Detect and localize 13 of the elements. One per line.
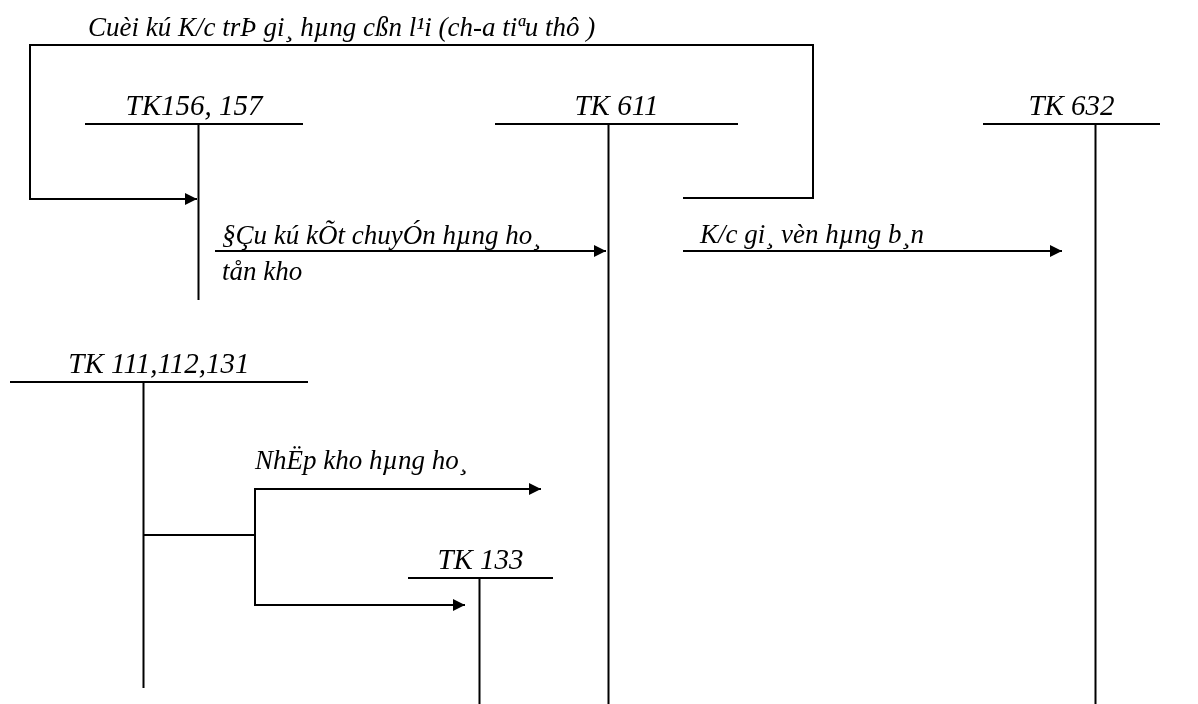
arrow xyxy=(143,534,466,611)
edge-label: §Çu kú kÕt chuyÓn hµng ho¸ tån kho xyxy=(222,219,543,288)
edge-label: K/c gi¸ vèn hµng b¸n xyxy=(700,218,925,251)
arrow xyxy=(214,245,607,257)
account-label: TK 111,112,131 xyxy=(67,346,251,380)
arrow xyxy=(682,245,1063,257)
edge-label: NhËp kho hµng ho¸ xyxy=(255,444,469,477)
account-label: TK 133 xyxy=(436,542,525,576)
account-label: TK156, 157 xyxy=(124,88,265,122)
arrow xyxy=(29,44,814,205)
account-label: TK 632 xyxy=(1027,88,1116,122)
account-label: TK 611 xyxy=(573,88,660,122)
edge-label: Cuèi kú K/c trÞ gi¸ hµng cßn l¹i (ch-a tiªu thô ) xyxy=(88,11,597,44)
